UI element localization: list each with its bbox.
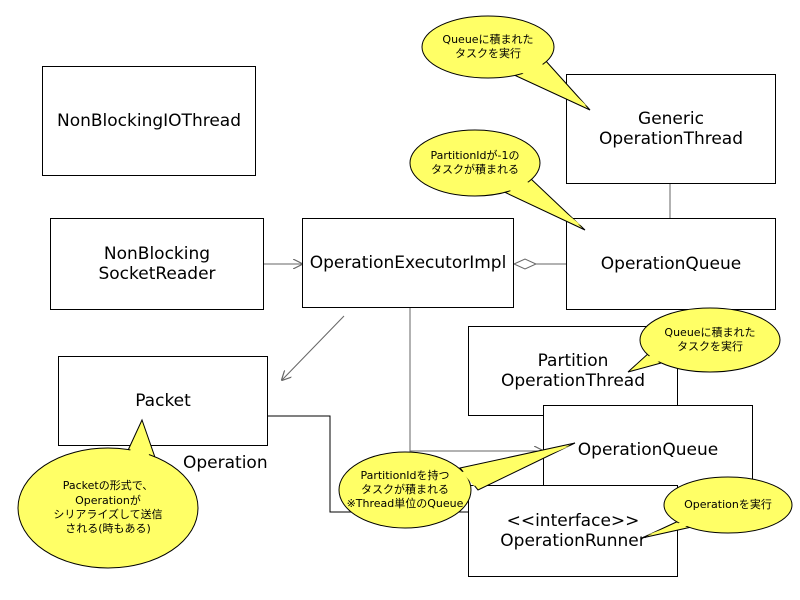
callout-generic-queue-task: Queueに積まれた タスクを実行 [424,17,552,77]
callout-generic-queue-task-text: Queueに積まれた タスクを実行 [442,32,534,60]
callout-partition-id-minus-one-text: PartitionIdが-1の タスクが積まれる [430,148,520,176]
arrow-executor-to-packet [282,315,345,380]
class-operation-queue-generic-label: OperationQueue [600,253,742,274]
callout-operation-execute-shape [641,476,793,539]
class-partition-operation-thread-label: Partition OperationThread [500,350,646,391]
callout-partition-id-thread-shape [338,442,576,529]
class-generic-operation-thread-label: Generic OperationThread [598,108,744,149]
class-generic-operation-thread[interactable]: Generic OperationThread [566,74,776,184]
callout-generic-queue-task-shape [421,15,591,111]
arrow-executor-to-partition-queue [409,308,543,451]
class-nonblocking-io-thread[interactable]: NonBlockingIOThread [42,66,256,176]
callout-operation-execute-text: Operationを実行 [684,497,772,511]
class-operation-queue-partition-label: OperationQueue [577,439,719,460]
callout-partition-queue-task: Queueに積まれた タスクを実行 [642,309,778,371]
class-nonblocking-socket-reader-label: NonBlocking SocketReader [98,243,216,284]
callout-partition-id-minus-one: PartitionIdが-1の タスクが積まれる [411,131,539,195]
class-operation-executor-impl-label: OperationExecutorImpl [309,252,507,273]
callout-operation-execute: Operationを実行 [666,478,790,532]
class-nonblocking-socket-reader[interactable]: NonBlocking SocketReader [50,218,264,310]
aggregation-diamond-executor [512,258,538,270]
callout-partition-id-thread-text: PartitionIdを持つ タスクが積まれる ※Thread単位のQueue [346,468,464,511]
operation-label: Operation [183,453,268,473]
callout-partition-id-thread: PartitionIdを持つ タスクが積まれる ※Thread単位のQueue [340,453,470,527]
callout-packet-serialize: Packetの形式で、 Operationが シリアライズして送信 される(時も… [20,450,196,566]
callout-partition-id-minus-one-shape [409,129,586,231]
class-packet[interactable]: Packet [58,356,268,446]
class-operation-runner[interactable]: <<interface>> OperationRunner [468,485,678,577]
class-operation-runner-label: <<interface>> OperationRunner [500,510,646,551]
class-partition-operation-thread[interactable]: Partition OperationThread [468,326,678,416]
class-nonblocking-io-thread-label: NonBlockingIOThread [57,110,241,131]
callout-packet-serialize-shape [17,418,199,569]
class-operation-queue-generic[interactable]: OperationQueue [566,218,776,310]
callout-partition-queue-task-text: Queueに積まれた タスクを実行 [664,325,756,353]
class-operation-executor-impl[interactable]: OperationExecutorImpl [302,218,514,308]
callout-packet-serialize-text: Packetの形式で、 Operationが シリアライズして送信 される(時も… [53,479,163,536]
callout-partition-queue-task-shape [627,307,781,373]
class-packet-label: Packet [135,390,191,411]
